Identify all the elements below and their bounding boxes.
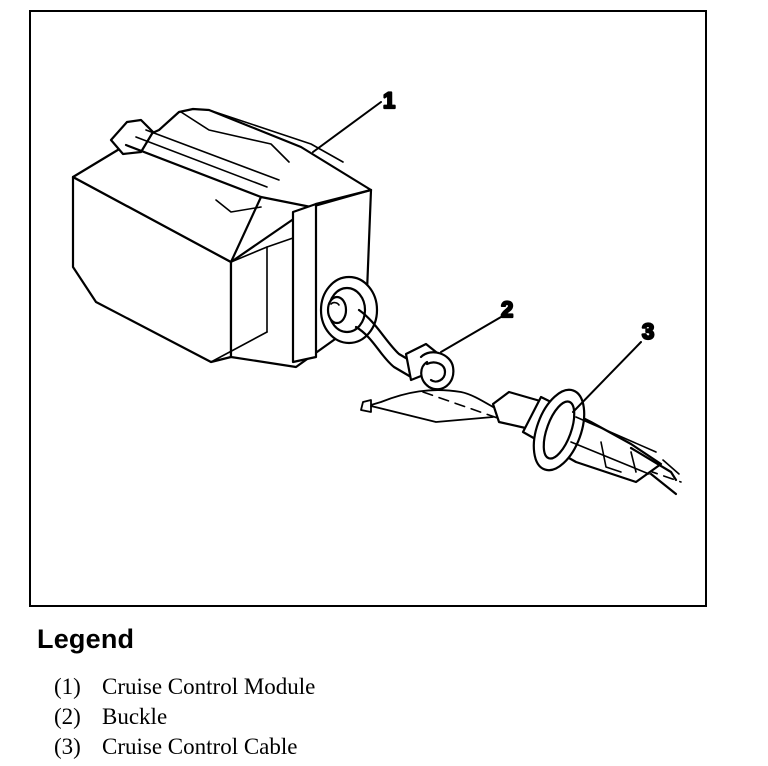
leader-line-3 bbox=[572, 341, 642, 413]
legend-item-buckle: (2) Buckle bbox=[54, 702, 315, 732]
leader-line-2 bbox=[440, 316, 502, 353]
cable-segment bbox=[354, 308, 418, 379]
legend-item-cruise-control-module: (1) Cruise Control Module bbox=[54, 672, 315, 702]
legend-list: (1) Cruise Control Module (2) Buckle (3) Cr… bbox=[54, 672, 315, 762]
legend-title: Legend bbox=[37, 624, 135, 654]
leader-line-1 bbox=[312, 101, 382, 153]
legend-item-label: Cruise Control Cable bbox=[102, 734, 298, 759]
legend-item-number: (1) bbox=[54, 674, 81, 699]
legend-item-cruise-control-cable: (3) Cruise Control Cable bbox=[54, 732, 315, 762]
legend-item-number: (2) bbox=[54, 704, 81, 729]
legend-item-label: Buckle bbox=[102, 704, 168, 729]
cruise-control-module bbox=[71, 107, 379, 369]
buckle bbox=[360, 342, 494, 423]
callout-3: 3 bbox=[642, 319, 654, 344]
callout-1: 1 bbox=[383, 88, 395, 113]
diagram-frame: 1 2 3 bbox=[29, 10, 707, 607]
cruise-control-illustration: 1 2 3 bbox=[71, 87, 682, 496]
cruise-control-cable bbox=[491, 388, 680, 496]
legend-item-number: (3) bbox=[54, 734, 81, 759]
legend-item-label: Cruise Control Module bbox=[102, 674, 316, 699]
callout-2: 2 bbox=[501, 297, 513, 322]
